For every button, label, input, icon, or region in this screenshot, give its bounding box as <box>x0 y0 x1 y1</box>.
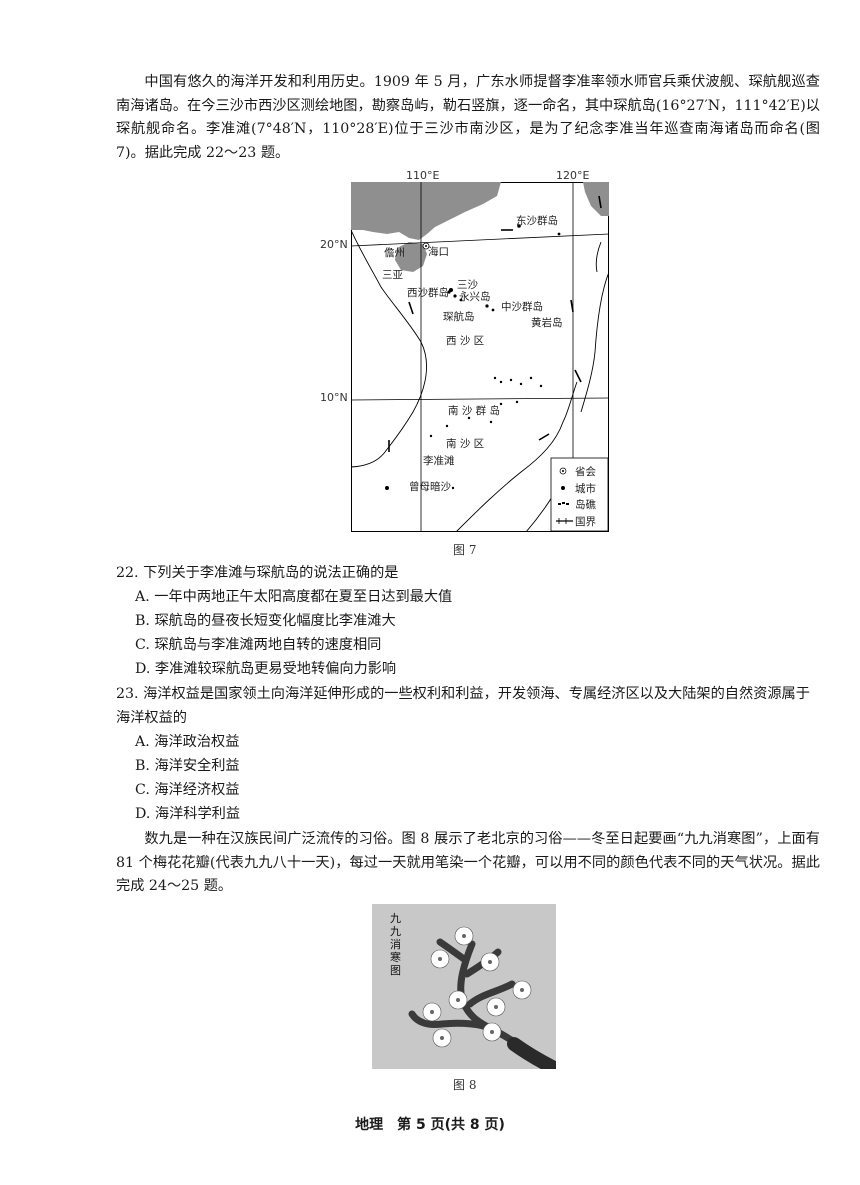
question-23-stem: 23. 海洋权益是国家领土向海洋延伸形成的一些权利和利益，开发领海、专属经济区以… <box>116 686 810 726</box>
legend-border: 国界 <box>575 516 596 528</box>
intro-paragraph-2: 数九是一种在汉族民间广泛流传的习俗。图 8 展示了老北京的习俗——冬至日起要画“… <box>116 831 820 894</box>
lat-label-10: 10°N <box>320 391 348 404</box>
label-nansha-qu: 南 沙 区 <box>446 437 484 450</box>
taiwan-shape <box>583 182 609 216</box>
label-xisha-qundao: 西沙群岛 <box>407 286 449 299</box>
lat-label-20: 20°N <box>320 238 348 251</box>
question-22-option-c: C. 琛航岛与李准滩两地自转的速度相同 <box>135 637 382 653</box>
question-23-option-b: B. 海洋安全利益 <box>135 758 240 774</box>
legend-city: 城市 <box>575 482 596 495</box>
label-dongsha: 东沙群岛 <box>516 214 558 227</box>
label-nansha-qundao: 南 沙 群 岛 <box>448 404 500 417</box>
page-footer: 地理 第 5 页(共 8 页) <box>355 1117 505 1133</box>
label-yongxing: 永兴岛 <box>459 290 491 303</box>
label-lizhun: 李准滩 <box>423 454 455 467</box>
label-xisha-qu: 西 沙 区 <box>446 335 484 347</box>
label-danzhou: 儋州 <box>384 246 405 259</box>
label-sansha: 三沙 <box>457 279 478 291</box>
label-sanya: 三亚 <box>382 269 403 281</box>
plum-title-char-5: 图 <box>390 964 401 977</box>
lon-label-120-text: 120°E <box>556 169 590 182</box>
intro-paragraph-1: 中国有悠久的海洋开发和利用历史。1909 年 5 月，广东水师提督李准率领水师官… <box>116 74 820 161</box>
nine-nines-plum-figure: 九 九 消 寒 图 <box>372 904 556 1069</box>
lon-label-110-text: 110°E <box>406 169 440 182</box>
question-22-stem: 22. 下列关于李准滩与琛航岛的说法正确的是 <box>116 565 399 581</box>
hainan-shape <box>395 242 427 272</box>
label-zengmu: 曾母暗沙 <box>409 480 451 493</box>
figure-8-caption: 图 8 <box>453 1078 477 1092</box>
plum-title-char-4: 寒 <box>390 950 401 964</box>
label-chenhang: 琛航岛 <box>443 310 475 323</box>
legend-capital: 省会 <box>575 465 596 478</box>
question-22-option-d: D. 李准滩较琛航岛更易受地转偏向力影响 <box>135 661 397 677</box>
south-china-sea-map: 110°E 东沙群岛 儋州 海口 三亚 三沙 永兴岛 西沙群岛 中沙群岛 琛航岛… <box>351 182 609 532</box>
legend-reef: 岛礁 <box>575 498 596 511</box>
map-legend: 省会 城市 岛礁 国界 <box>550 457 609 532</box>
label-huangyan: 黄岩岛 <box>531 316 563 329</box>
question-22-option-b: B. 琛航岛的昼夜长短变化幅度比李准滩大 <box>135 613 396 629</box>
question-23-option-a: A. 海洋政治权益 <box>135 734 240 750</box>
plum-title-char-2: 九 <box>390 925 401 938</box>
figure-7-caption: 图 7 <box>453 543 477 557</box>
mainland-shape <box>351 182 501 240</box>
question-23-option-c: C. 海洋经济权益 <box>135 782 240 798</box>
label-haikou: 海口 <box>428 245 449 258</box>
plum-title-char-3: 消 <box>390 937 401 951</box>
plum-blossoms <box>422 926 532 1048</box>
question-22-option-a: A. 一年中两地正午太阳高度都在夏至日达到最大值 <box>135 589 453 605</box>
label-zhongsha: 中沙群岛 <box>501 300 543 313</box>
question-23-option-d: D. 海洋科学利益 <box>135 806 241 822</box>
plum-title-char-1: 九 <box>390 912 401 925</box>
